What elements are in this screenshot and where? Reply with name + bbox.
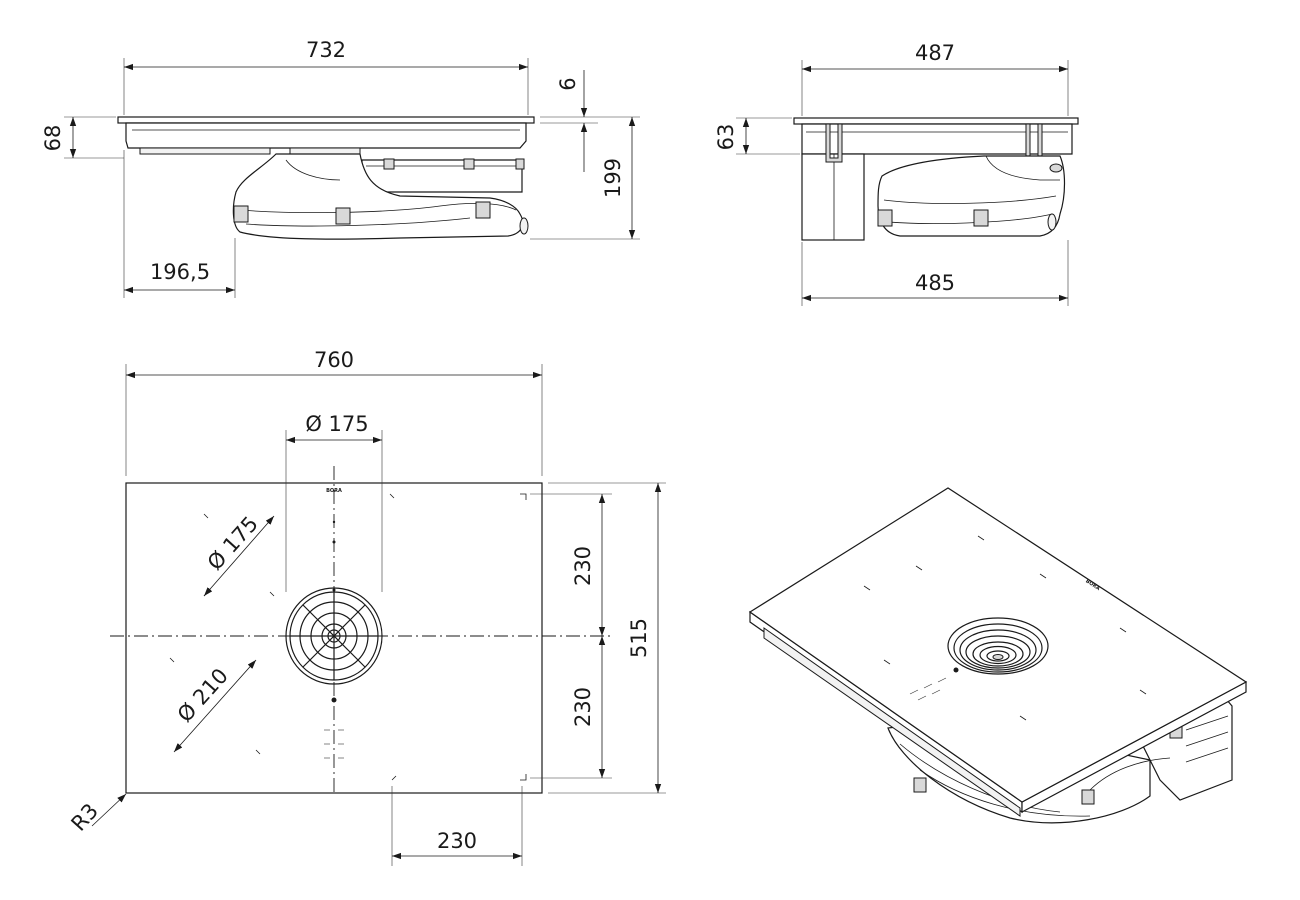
brand-logo: BORA <box>326 488 342 494</box>
dim-front-height: 68 <box>41 125 65 152</box>
dim-zone-small-diameter: Ø 175 <box>203 512 263 575</box>
dim-plan-width: 760 <box>314 348 354 372</box>
dim-total-depth: 199 <box>601 158 625 198</box>
iso-extractor-grille <box>947 617 1049 675</box>
dim-glass-thickness: 6 <box>556 77 580 90</box>
dim-fan-offset: 196,5 <box>150 260 210 284</box>
plan-view: BORA <box>67 348 666 866</box>
extractor-grille <box>285 587 383 685</box>
dim-front-width: 732 <box>306 38 346 62</box>
dim-extractor-diameter: Ø 175 <box>305 412 368 436</box>
dim-side-bottom-width: 485 <box>915 271 955 295</box>
side-view: 487 63 485 <box>714 41 1079 306</box>
dim-side-height: 63 <box>714 124 738 151</box>
dim-zone-offset-lower: 230 <box>571 687 595 727</box>
dim-plan-depth: 515 <box>627 618 651 658</box>
isometric-view: BORA <box>748 487 1248 824</box>
dim-zone-large-diameter: Ø 210 <box>173 664 233 727</box>
dim-zone-offset-upper: 230 <box>571 546 595 586</box>
front-view: 732 6 199 68 196,5 <box>41 38 640 298</box>
dim-zone-offset-horizontal: 230 <box>437 829 477 853</box>
dim-side-top-width: 487 <box>915 41 955 65</box>
iso-glass-top <box>748 487 1248 803</box>
dim-corner-radius: R3 <box>67 799 104 836</box>
